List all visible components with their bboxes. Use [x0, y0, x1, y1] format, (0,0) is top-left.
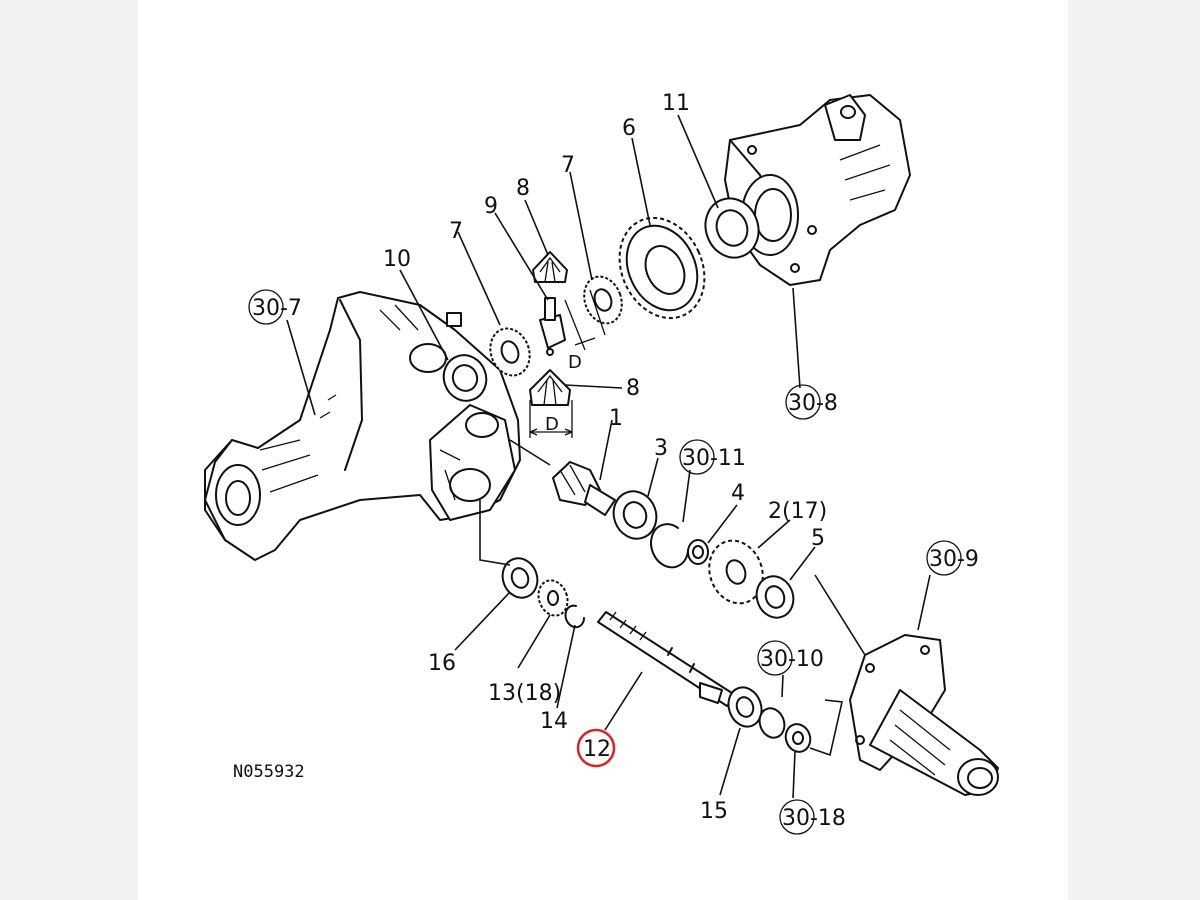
right-differential-case: [724, 94, 911, 286]
label-7-left: 7: [449, 219, 463, 244]
seal-30-10: [758, 707, 786, 739]
dimension-d-lower: [529, 400, 573, 438]
label-6: 6: [622, 116, 636, 141]
left-axle-housing: [204, 291, 521, 561]
bearing-15: [727, 686, 763, 728]
side-gear-7-right: [583, 275, 623, 325]
bearing-11: [704, 197, 760, 259]
part-number-labels: 30-7 30-8 30-9 30-10 30-11 30-18 1 2(17)…: [233, 91, 979, 831]
snap-ring-30-11: [650, 523, 689, 569]
label-9: 9: [484, 194, 498, 219]
highlight-circle-12: [576, 728, 616, 768]
bearing-3: [612, 490, 658, 540]
label-16: 16: [428, 651, 456, 676]
label-10: 10: [383, 247, 411, 272]
pinion-gear-8-bottom: [529, 369, 571, 406]
nut-30-18: [784, 723, 812, 753]
snap-ring-14: [564, 604, 585, 629]
label-5: 5: [811, 526, 825, 551]
bearing-16: [501, 557, 539, 599]
drive-pinion-1: [552, 461, 616, 516]
figure-id: N055932: [233, 762, 305, 782]
label-30-7: 30-7: [252, 296, 302, 321]
callout-circles: [248, 289, 962, 835]
bearing-5: [755, 575, 795, 619]
label-15: 15: [700, 799, 728, 824]
label-dim-d-upper: D: [568, 352, 582, 373]
label-13-18: 13(18): [488, 681, 561, 706]
label-4: 4: [731, 481, 745, 506]
label-30-8: 30-8: [788, 391, 838, 416]
label-3: 3: [654, 436, 668, 461]
label-30-10: 30-10: [760, 647, 824, 672]
shaft-12: [597, 611, 736, 707]
label-14: 14: [540, 709, 568, 734]
cross-shaft-9: [539, 297, 566, 356]
pinion-gear-8-top: [532, 251, 568, 283]
label-dim-d-lower: D: [545, 414, 559, 435]
shim-4: [687, 539, 709, 565]
label-11: 11: [662, 91, 690, 116]
ring-gear-6: [618, 216, 706, 320]
label-12: 12: [583, 737, 611, 762]
label-7-right: 7: [561, 153, 575, 178]
label-30-9: 30-9: [929, 547, 979, 572]
label-8-bottom: 8: [626, 376, 640, 401]
dimension-d-upper: [564, 289, 606, 351]
gear-13-18: [537, 579, 569, 617]
transfer-cover-30-9: [849, 634, 999, 796]
gear-2-17: [708, 539, 764, 605]
leader-lines: [286, 114, 931, 799]
label-2-17: 2(17): [768, 499, 827, 524]
label-30-18: 30-18: [782, 806, 846, 831]
label-1: 1: [609, 406, 623, 431]
label-8-top: 8: [516, 176, 530, 201]
bearing-10: [442, 354, 488, 402]
side-gear-7-left: [489, 327, 531, 377]
label-30-11: 30-11: [682, 446, 746, 471]
